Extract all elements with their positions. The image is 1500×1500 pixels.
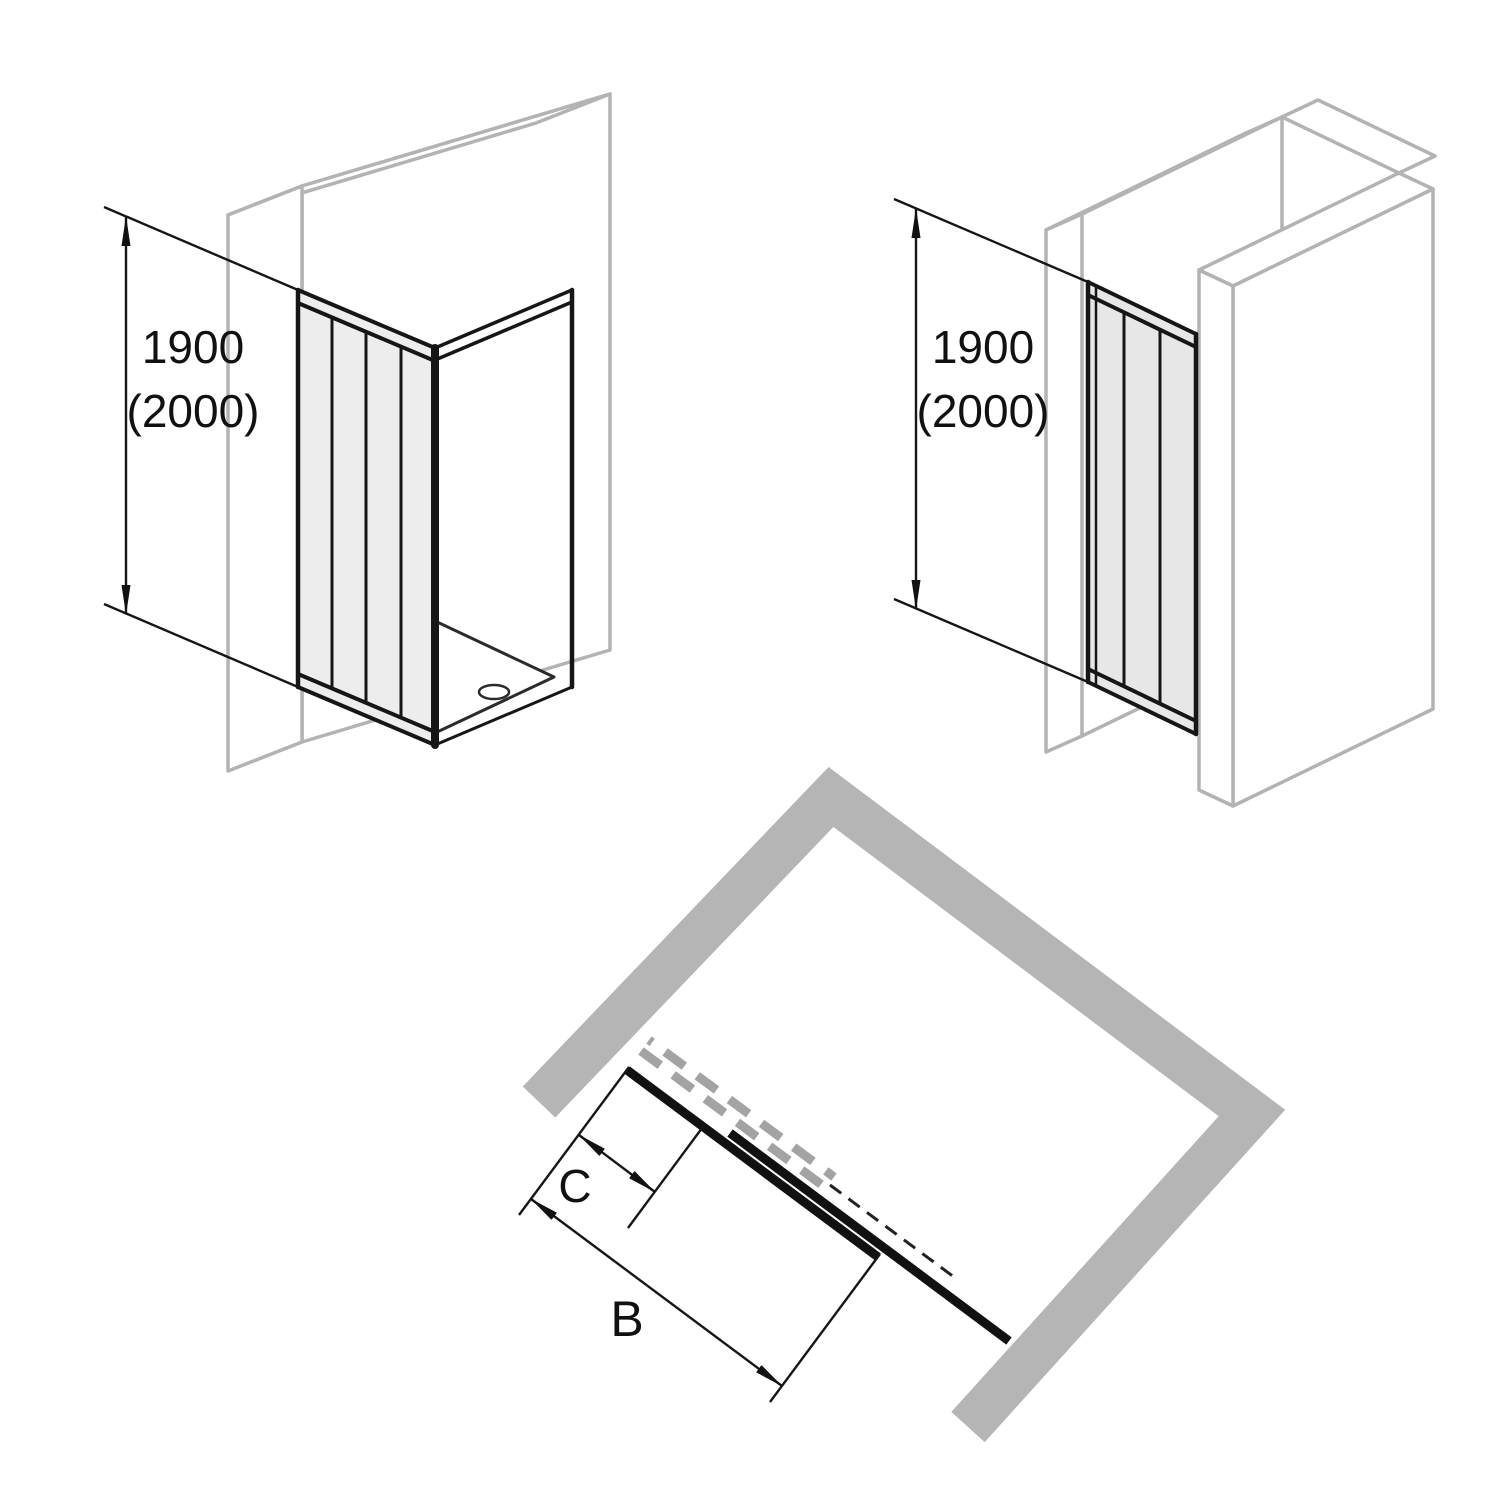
side-panel-top-profile (433, 288, 574, 362)
label-C: C (558, 1160, 591, 1212)
door-open-dashed-line-2 (646, 1036, 837, 1181)
extension-line-right (769, 1253, 881, 1403)
door-travel-dashed-line (829, 1183, 959, 1282)
sliding-door (1085, 279, 1199, 737)
extension-line-top (103, 205, 299, 292)
back-wall-top-face (1280, 98, 1437, 175)
dimension-line (578, 1134, 656, 1193)
door-panel-divisions (1122, 310, 1162, 706)
label-B: B (610, 1291, 643, 1347)
side-panel-bottom-edge (433, 685, 574, 747)
door-frame-rails (1086, 280, 1198, 736)
height-value-secondary: (2000) (917, 385, 1050, 437)
door-open-dashed-line-1 (638, 1047, 829, 1192)
height-value-primary: 1900 (142, 321, 244, 373)
drain (477, 683, 511, 701)
right-wall-outer-face (1231, 187, 1435, 808)
height-value-primary: 1900 (932, 321, 1034, 373)
extension-line-left (518, 1066, 630, 1216)
extension-line-bottom (103, 602, 299, 689)
door-glass (1088, 282, 1196, 734)
back-wall-end-slab (226, 184, 304, 773)
height-value-secondary: (2000) (127, 385, 260, 437)
plan-walls (522, 767, 1286, 1443)
extension-line-top (893, 197, 1089, 284)
folding-door (295, 287, 439, 749)
extension-line-bottom (893, 597, 1089, 684)
height-dimension-left: 1900 (2000) (103, 205, 299, 689)
plan-view: C B (518, 767, 1286, 1443)
width-dimension-B: B (530, 1198, 881, 1403)
door-closed-position-line (624, 1066, 881, 1261)
side-panel (433, 287, 575, 747)
corner-entry-isometric-view: 1900 (2000) (103, 92, 612, 773)
door-panel-divisions (330, 315, 403, 720)
extension-line-panel (627, 1123, 706, 1229)
left-wall-end-slab (1044, 212, 1084, 754)
height-dimension-right: 1900 (2000) (893, 197, 1089, 684)
niche-door-isometric-view: 1900 (2000) (893, 98, 1437, 808)
dimension-line (530, 1198, 783, 1387)
right-wall-end-slab (1197, 268, 1235, 808)
door-panel-line (727, 1129, 1012, 1345)
